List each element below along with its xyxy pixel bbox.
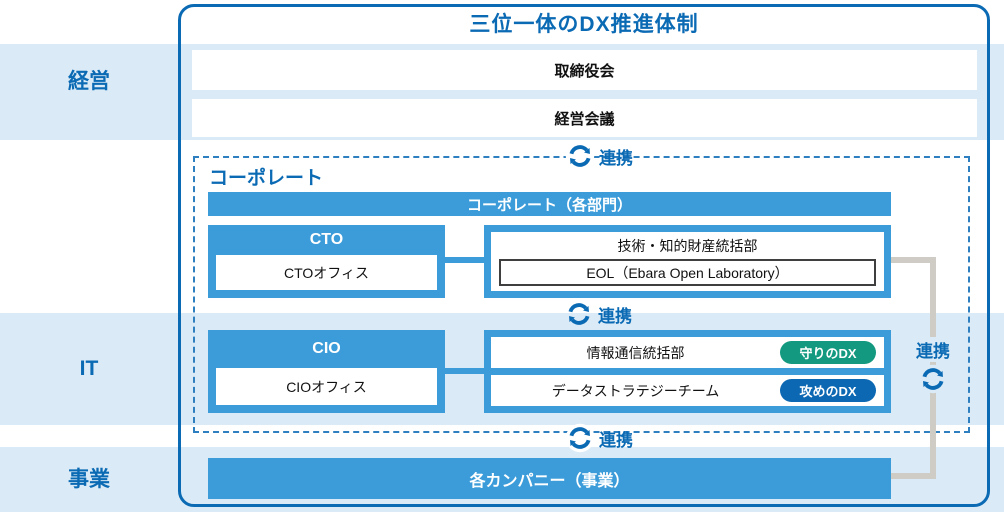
outer-frame	[178, 4, 990, 507]
connector-line-top	[891, 257, 936, 263]
collab-label: 連携	[599, 430, 633, 450]
it-division-box: 情報通信統括部 守りのDX データストラテジーチーム 攻めのDX	[484, 330, 891, 413]
corporate-header-bar: コーポレート（各部門）	[208, 192, 891, 216]
collab-marker-middle: 連携	[563, 298, 632, 330]
it-division-row-offense: データストラテジーチーム 攻めのDX	[491, 375, 884, 406]
row-label-management: 経営	[68, 70, 110, 93]
diagram-title: 三位一体のDX推進体制	[469, 13, 699, 36]
cio-title: CIO	[312, 340, 341, 357]
cto-office-box: CTOオフィス	[216, 255, 437, 290]
collab-label: 連携	[914, 337, 952, 362]
sync-arrows-icon	[565, 423, 595, 453]
corporate-label: コーポレート	[209, 168, 324, 189]
cio-office-box: CIOオフィス	[216, 368, 437, 405]
cto-title: CTO	[309, 231, 344, 248]
cto-tech-connector	[445, 257, 484, 263]
management-meeting-box: 経営会議	[192, 99, 977, 137]
it-division-row-label: 情報通信統括部	[586, 344, 685, 361]
companies-bar: 各カンパニー（事業）	[208, 458, 891, 499]
offense-dx-badge: 攻めのDX	[780, 379, 876, 402]
eol-box: EOL（Ebara Open Laboratory）	[499, 259, 876, 286]
it-division-row-defense: 情報通信統括部 守りのDX	[491, 337, 884, 368]
sync-arrows-icon	[918, 364, 948, 394]
it-division-row-label: データストラテジーチーム	[551, 382, 720, 399]
defense-dx-badge: 守りのDX	[780, 341, 876, 364]
sync-arrows-icon	[565, 141, 595, 171]
tech-division-box: 技術・知的財産統括部 EOL（Ebara Open Laboratory）	[484, 225, 891, 298]
cio-it-connector	[445, 368, 484, 374]
collab-marker-top: 連携	[564, 140, 633, 172]
collab-marker-bottom: 連携	[564, 422, 633, 454]
collab-label: 連携	[599, 148, 633, 168]
board-of-directors-box: 取締役会	[192, 50, 977, 90]
connector-line-bottom	[891, 473, 936, 479]
sync-arrows-icon	[567, 303, 591, 325]
row-label-business: 事業	[68, 468, 110, 491]
row-label-it: IT	[79, 357, 99, 380]
collab-marker-right: 連携	[899, 337, 967, 395]
collab-label: 連携	[598, 306, 632, 326]
tech-division-title: 技術・知的財産統括部	[617, 237, 758, 254]
cto-box: CTO CTOオフィス	[208, 225, 445, 298]
cio-box: CIO CIOオフィス	[208, 330, 445, 413]
